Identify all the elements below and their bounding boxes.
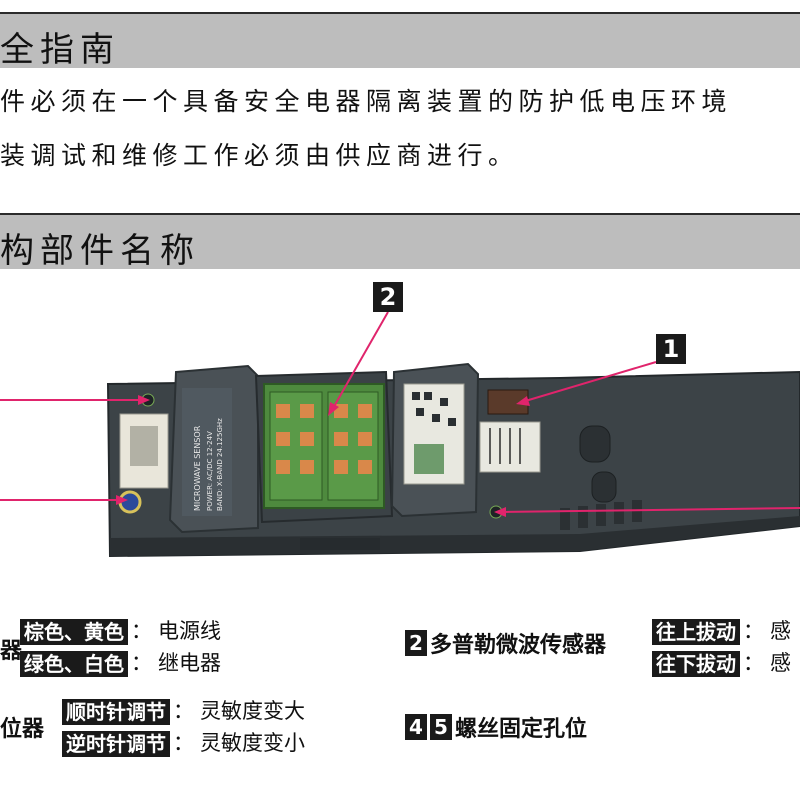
- product-photo: MICROWAVE SENSOR POWER: AC/DC 12-24V BAN…: [0, 276, 800, 596]
- legend-item-1-tag-2: 绿色、白色: [20, 651, 128, 677]
- legend-item-2-label: 多普勒微波传感器: [430, 633, 607, 658]
- legend-item-2-value-1: 感: [770, 619, 791, 643]
- legend-item-3-label: 位器: [0, 717, 45, 742]
- base-plate-edge: [110, 516, 800, 556]
- module-left-label: MICROWAVE SENSOR: [193, 425, 202, 511]
- terminal-wiring-print: [489, 428, 521, 464]
- sticker-graphic: [414, 444, 444, 474]
- safety-guide-title: 全指南: [0, 30, 120, 70]
- module-left-face: [182, 388, 232, 516]
- callout-1: 1: [656, 334, 686, 364]
- safety-guide-header: 全指南: [0, 12, 800, 70]
- product-illustration: MICROWAVE SENSOR POWER: AC/DC 12-24V BAN…: [0, 311, 800, 558]
- legend-item-1-label: 器: [0, 639, 23, 664]
- legend-item-2-tag-2: 往下拔动: [652, 651, 740, 677]
- legend-colon: ：: [131, 651, 152, 675]
- legend-colon: ：: [743, 619, 764, 643]
- plate-rib: [596, 504, 606, 526]
- plate-notch: [300, 538, 380, 550]
- component-names-title: 构部件名称: [0, 231, 200, 271]
- legend-item-3-tag-1: 顺时针调节: [62, 699, 170, 725]
- legend-colon: ：: [173, 699, 194, 723]
- legend-item-3-tag-2: 逆时针调节: [62, 731, 170, 757]
- plate-rib: [578, 506, 588, 528]
- legend-item-1-tag-1: 棕色、黄色: [20, 619, 128, 645]
- callout-2: 2: [373, 282, 403, 312]
- legend-item-2-value-2: 感: [770, 651, 791, 675]
- component-names-header: 构部件名称: [0, 213, 800, 271]
- legend-item-5-number: 5: [430, 714, 452, 740]
- module-left-spec1: POWER: AC/DC 12-24V: [206, 431, 214, 511]
- mounting-slot: [591, 471, 617, 503]
- legend-colon: ：: [743, 651, 764, 675]
- left-sticker-print: [130, 426, 158, 466]
- legend-item-1-value-1: 电源线: [158, 619, 221, 643]
- plate-rib: [614, 502, 624, 524]
- sticker-qr-pattern: [412, 392, 456, 426]
- legend-item-3-value-1: 灵敏度变大: [200, 699, 305, 723]
- pointer-lines: [0, 311, 800, 513]
- safety-paragraph-line1: 件必须在一个具备安全电器隔离装置的防护低电压环境: [0, 87, 733, 116]
- legend-item-4-5-label: 螺丝固定孔位: [455, 717, 588, 742]
- plate-rib: [560, 508, 570, 530]
- safety-paragraph-line2: 装调试和维修工作必须由供应商进行。: [0, 141, 519, 170]
- legend-item-2-tag-1: 往上拔动: [652, 619, 740, 645]
- legend-colon: ：: [131, 619, 152, 643]
- module-left-spec2: BAND: X-BAND 24.125GHz: [216, 418, 224, 511]
- legend-item-4-number: 4: [405, 714, 427, 740]
- legend-item-1-value-2: 继电器: [158, 651, 221, 675]
- legend-colon: ：: [173, 731, 194, 755]
- legend-item-2-number: 2: [405, 630, 427, 656]
- pointer-arrowheads: [116, 395, 530, 517]
- legend-item-3-value-2: 灵敏度变小: [200, 731, 305, 755]
- mounting-slot: [579, 425, 611, 463]
